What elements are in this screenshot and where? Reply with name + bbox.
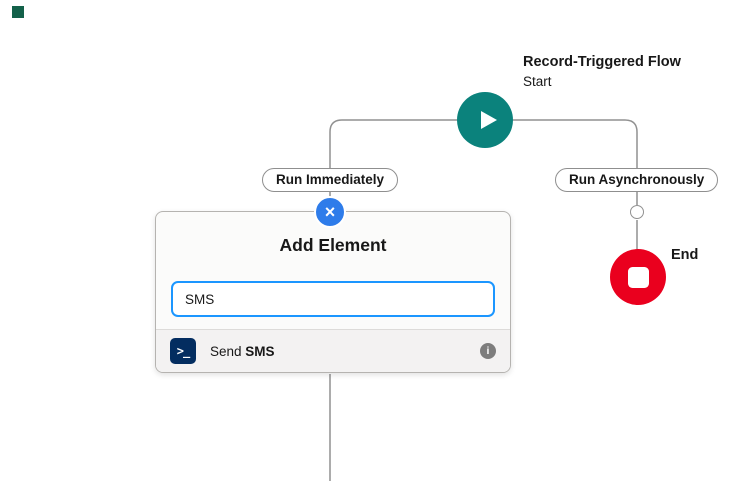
add-element-panel: Add Element >_ Send SMS i xyxy=(155,211,511,373)
play-icon xyxy=(480,111,497,129)
start-node[interactable] xyxy=(457,92,513,148)
start-node-subtitle: Start xyxy=(523,74,552,89)
async-branch-add-node[interactable] xyxy=(630,205,644,219)
branch-label-run-asynchronously: Run Asynchronously xyxy=(555,168,719,192)
connector-right-branch xyxy=(513,119,638,205)
branch-label-run-immediately: Run Immediately xyxy=(262,168,399,192)
green-marker xyxy=(12,6,24,18)
connector-left-branch xyxy=(329,119,457,198)
stop-icon xyxy=(627,266,649,288)
terminal-prompt-icon: >_ xyxy=(170,338,196,364)
panel-title: Add Element xyxy=(279,235,387,255)
close-icon: × xyxy=(324,202,336,222)
search-result-send-sms[interactable]: >_ Send SMS i xyxy=(156,329,510,372)
info-icon[interactable]: i xyxy=(480,343,496,359)
close-button[interactable]: × xyxy=(314,196,346,228)
end-node-label: End xyxy=(671,247,699,263)
end-node[interactable] xyxy=(610,249,666,305)
result-label: Send SMS xyxy=(210,343,275,359)
element-search-input[interactable] xyxy=(171,281,495,317)
start-node-title: Record-Triggered Flow xyxy=(523,54,681,70)
start-node-label: Record-Triggered Flow Start xyxy=(523,52,681,91)
